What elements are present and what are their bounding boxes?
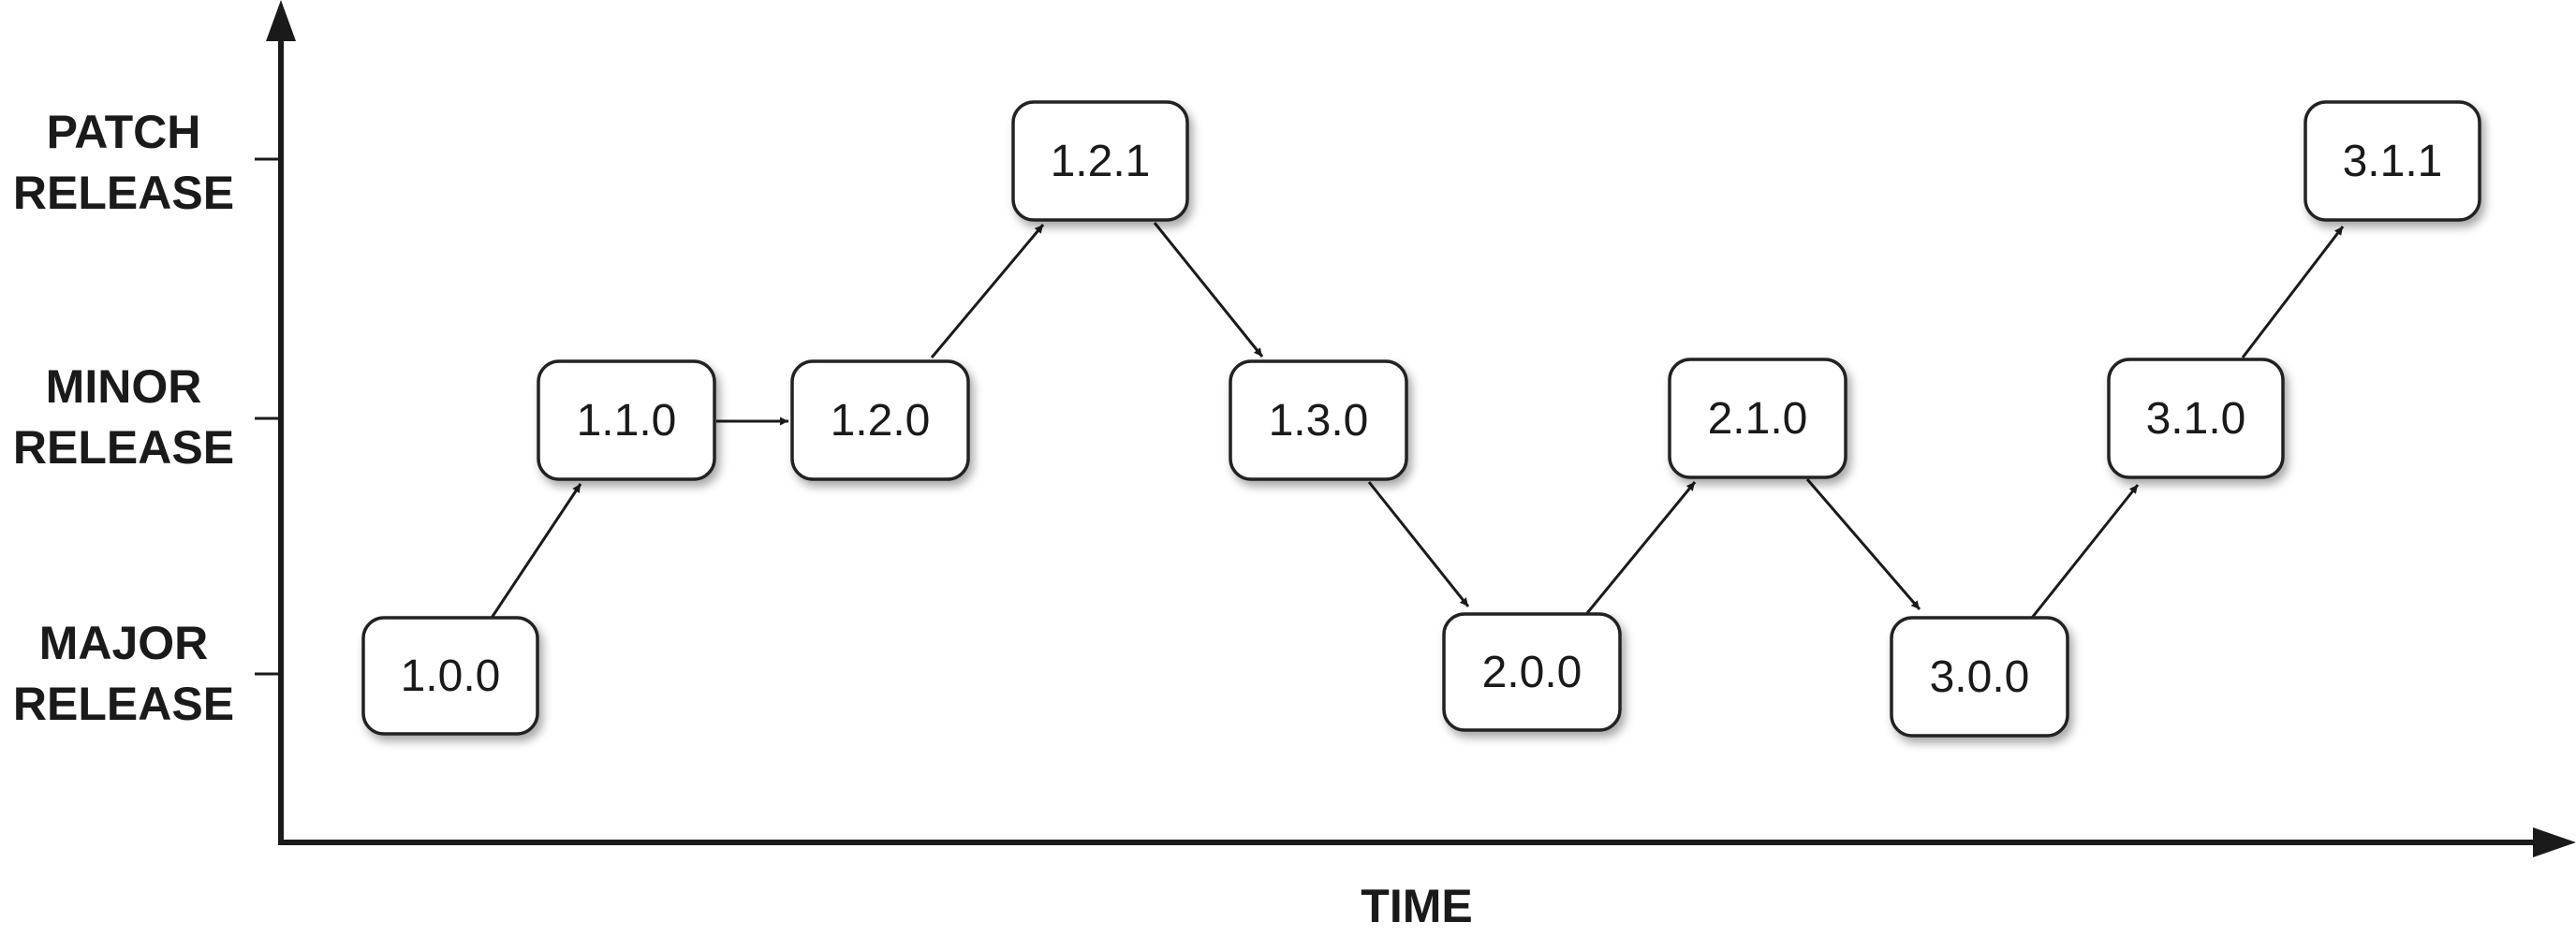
level-label-major-line1: MAJOR: [39, 617, 209, 669]
level-labels: PATCH RELEASE MINOR RELEASE MAJOR RELEAS…: [13, 106, 234, 730]
x-axis-title: TIME: [1361, 880, 1472, 932]
level-label-major-line2: RELEASE: [13, 678, 234, 730]
edge-1-2-1-to-1-3-0: [1153, 222, 1264, 358]
version-node-1-2-1: 1.2.1: [1011, 100, 1189, 222]
edge-2-1-0-to-3-0-0: [1805, 478, 1921, 610]
y-axis-arrowhead: [266, 0, 296, 41]
version-label: 3.1.0: [2146, 394, 2246, 444]
edge-2-0-0-to-2-1-0: [1585, 481, 1697, 614]
x-axis-arrowhead: [2533, 827, 2576, 857]
version-label: 3.1.1: [2343, 137, 2443, 186]
version-label: 1.2.0: [831, 396, 931, 446]
level-label-minor-line1: MINOR: [46, 360, 202, 413]
version-node-1-1-0: 1.1.0: [537, 359, 716, 481]
edges: [490, 222, 2345, 619]
edge-1-0-0-to-1-1-0: [490, 483, 582, 619]
version-label: 1.2.1: [1051, 137, 1151, 186]
level-label-patch-line2: RELEASE: [13, 167, 234, 219]
edge-3-1-0-to-3-1-1: [2241, 226, 2345, 358]
version-node-3-1-0: 3.1.0: [2107, 358, 2285, 479]
version-node-1-0-0: 1.0.0: [361, 616, 539, 736]
version-label: 1.1.0: [577, 396, 677, 446]
version-label: 3.0.0: [1930, 652, 2030, 702]
axes: [255, 0, 2576, 857]
version-label: 1.3.0: [1269, 396, 1369, 446]
version-node-2-0-0: 2.0.0: [1442, 612, 1622, 732]
version-label: 1.0.0: [401, 651, 501, 701]
level-label-patch-line1: PATCH: [47, 106, 201, 158]
version-node-3-0-0: 3.0.0: [1890, 616, 2069, 738]
edge-1-2-0-to-1-2-1: [930, 224, 1045, 358]
version-node-3-1-1: 3.1.1: [2304, 100, 2481, 222]
version-node-1-2-0: 1.2.0: [790, 359, 970, 481]
nodes: 1.0.0 1.1.0 1.2.0 1.2.1 1.3.0 2.0.0 2.1.…: [361, 100, 2481, 738]
level-label-minor-line2: RELEASE: [13, 421, 234, 474]
version-label: 2.0.0: [1482, 648, 1582, 697]
edge-3-0-0-to-3-1-0: [2030, 484, 2140, 619]
version-node-1-3-0: 1.3.0: [1229, 359, 1408, 481]
version-label: 2.1.0: [1708, 394, 1808, 444]
version-node-2-1-0: 2.1.0: [1668, 358, 1847, 479]
edge-1-3-0-to-2-0-0: [1367, 481, 1470, 607]
